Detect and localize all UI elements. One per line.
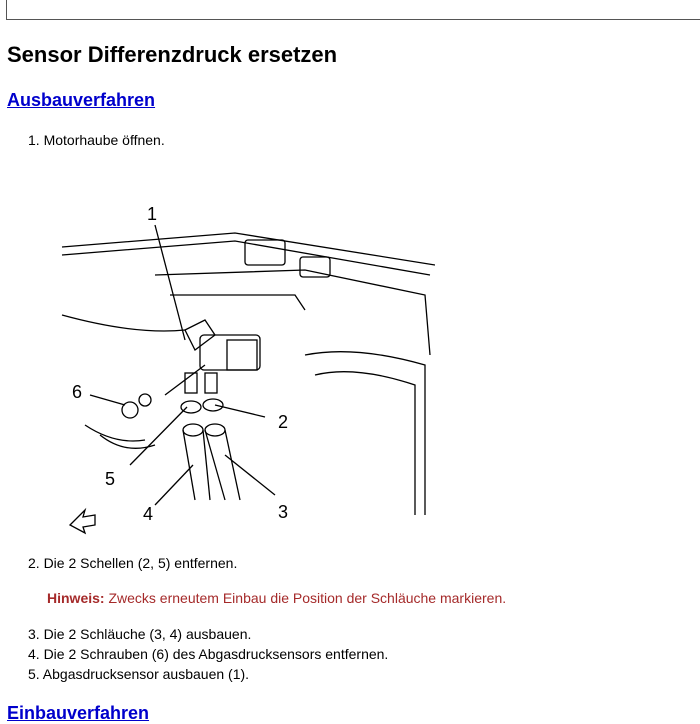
step-4: 4. Die 2 Schrauben (6) des Abgasdrucksen…	[28, 646, 389, 662]
note-text: Zwecks erneutem Einbau die Position der …	[104, 590, 507, 606]
callout-5: 5	[105, 469, 115, 489]
top-frame	[6, 0, 700, 20]
callout-4: 4	[143, 504, 153, 524]
sensor-diagram: 1 2 3 4 5 6	[61, 204, 435, 535]
removal-procedure-link[interactable]: Ausbauverfahren	[7, 90, 156, 110]
callout-3: 3	[278, 502, 288, 522]
step-2: 2. Die 2 Schellen (2, 5) entfernen.	[28, 555, 238, 571]
page-title: Sensor Differenzdruck ersetzen	[7, 42, 338, 67]
callout-6: 6	[72, 382, 82, 402]
step-1: 1. Motorhaube öffnen.	[28, 132, 165, 148]
callout-2: 2	[278, 412, 288, 432]
callout-1: 1	[147, 204, 157, 224]
note-label: Hinweis:	[47, 590, 105, 606]
note: Hinweis: Zwecks erneutem Einbau die Posi…	[47, 590, 506, 606]
step-5: 5. Abgasdrucksensor ausbauen (1).	[28, 666, 250, 682]
step-3: 3. Die 2 Schläuche (3, 4) ausbauen.	[28, 626, 252, 642]
installation-procedure-link[interactable]: Einbauverfahren	[7, 703, 150, 723]
